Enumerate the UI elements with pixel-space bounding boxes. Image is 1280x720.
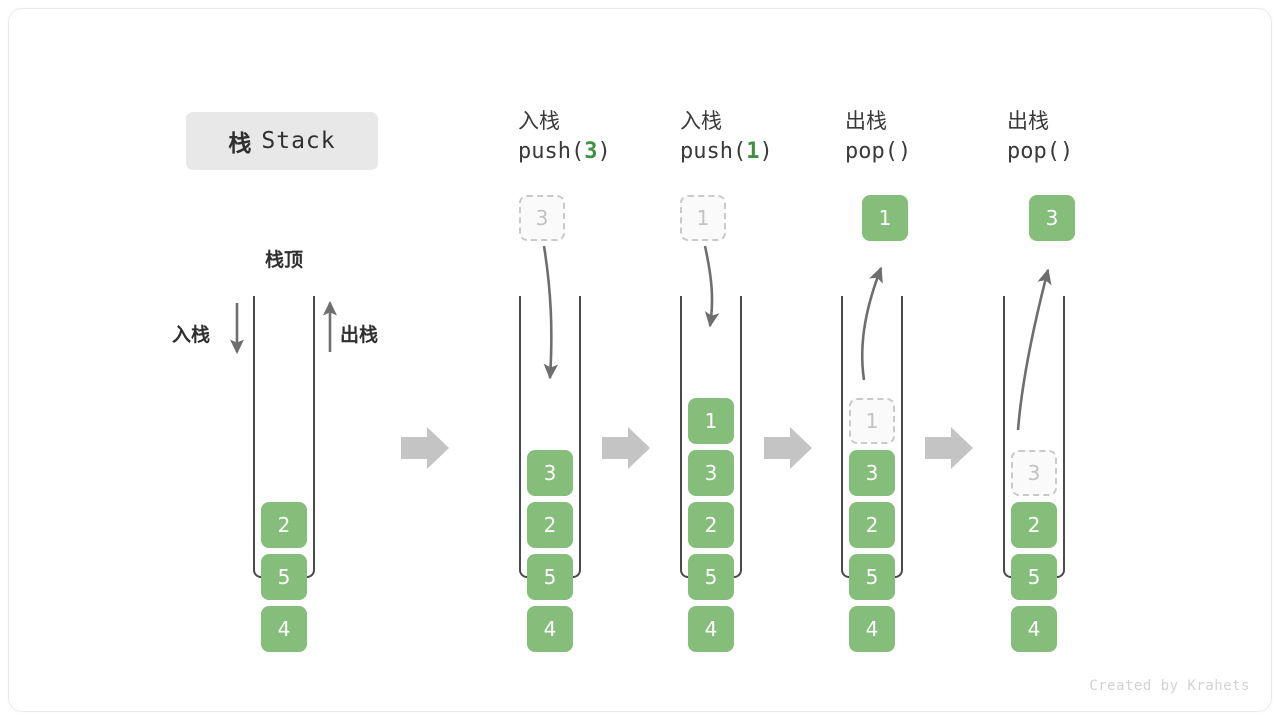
code-prefix: push( — [518, 139, 585, 164]
stack-cell: 4 — [1011, 606, 1057, 652]
stack-cell: 2 — [527, 502, 573, 548]
popped-element-3: 3 — [1029, 195, 1075, 241]
popped-element-1: 1 — [862, 195, 908, 241]
code-suffix: ) — [1059, 139, 1074, 164]
stack-cell: 2 — [1011, 502, 1057, 548]
column-header-label-cn: 出栈 — [845, 109, 887, 133]
incoming-element-push-1: 1 — [680, 195, 726, 241]
code-prefix: pop( — [1007, 139, 1060, 164]
stack-cell: 5 — [261, 554, 307, 600]
stack-cell: 2 — [261, 502, 307, 548]
code-arg: 1 — [746, 139, 760, 164]
stack-cell: 5 — [688, 554, 734, 600]
figure-title-chip: 栈 Stack — [186, 112, 378, 170]
push-direction-label: 入栈 — [172, 324, 211, 346]
column-header-push-3: 入栈 push(3) — [518, 106, 698, 168]
stack-cell: 4 — [688, 606, 734, 652]
incoming-element-push-3: 3 — [519, 195, 565, 241]
watermark: Created by Krahets — [1089, 678, 1250, 694]
code-prefix: push( — [680, 139, 747, 164]
column-header-push-1: 入栈 push(1) — [680, 106, 860, 168]
stack-cell-removed: 3 — [1011, 450, 1057, 496]
column-header-label-cn: 出栈 — [1007, 109, 1049, 133]
stack-cell-removed: 1 — [849, 398, 895, 444]
stack-cell: 5 — [1011, 554, 1057, 600]
column-header-code: pop() — [845, 136, 1025, 168]
code-arg: 3 — [584, 139, 598, 164]
stack-cell: 5 — [849, 554, 895, 600]
code-suffix: ) — [759, 139, 773, 164]
stack-cell: 2 — [849, 502, 895, 548]
stack-cell: 3 — [688, 450, 734, 496]
column-header-code: pop() — [1007, 136, 1187, 168]
stack-cell: 4 — [527, 606, 573, 652]
stack-cell: 1 — [688, 398, 734, 444]
stack-cell: 5 — [527, 554, 573, 600]
column-header-pop-2: 出栈 pop() — [1007, 106, 1187, 168]
stack-cell: 4 — [849, 606, 895, 652]
column-header-pop-1: 出栈 pop() — [845, 106, 1025, 168]
stack-cell: 3 — [849, 450, 895, 496]
column-header-label-cn: 入栈 — [518, 109, 560, 133]
column-header-code: push(1) — [680, 136, 860, 168]
stack-cell: 3 — [527, 450, 573, 496]
code-suffix: ) — [597, 139, 611, 164]
column-header-code: push(3) — [518, 136, 698, 168]
code-prefix: pop( — [845, 139, 898, 164]
page-title-cn: 栈 — [228, 131, 252, 157]
code-suffix: ) — [897, 139, 912, 164]
pop-direction-label: 出栈 — [340, 324, 379, 346]
page-title-en: Stack — [261, 128, 336, 154]
stack-cell: 4 — [261, 606, 307, 652]
stack-cell: 2 — [688, 502, 734, 548]
stack-top-label: 栈顶 — [264, 249, 303, 271]
column-header-label-cn: 入栈 — [680, 109, 722, 133]
